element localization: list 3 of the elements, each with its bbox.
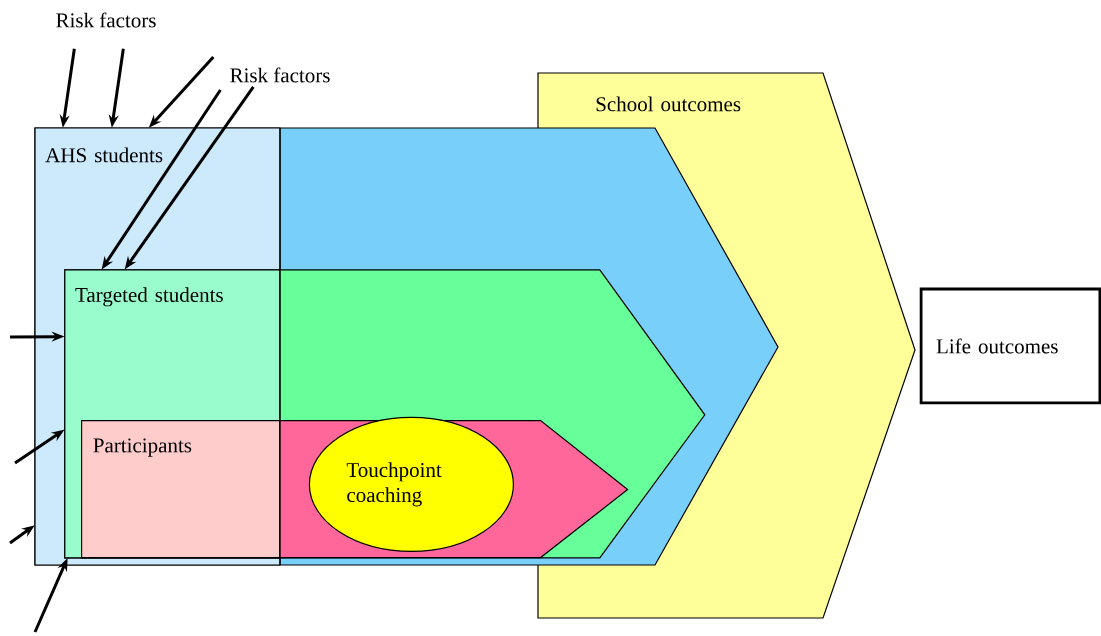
label: Risk factors [230, 67, 330, 83]
box: Life outcomes [919, 287, 1101, 405]
label: Risk factors [56, 12, 156, 28]
